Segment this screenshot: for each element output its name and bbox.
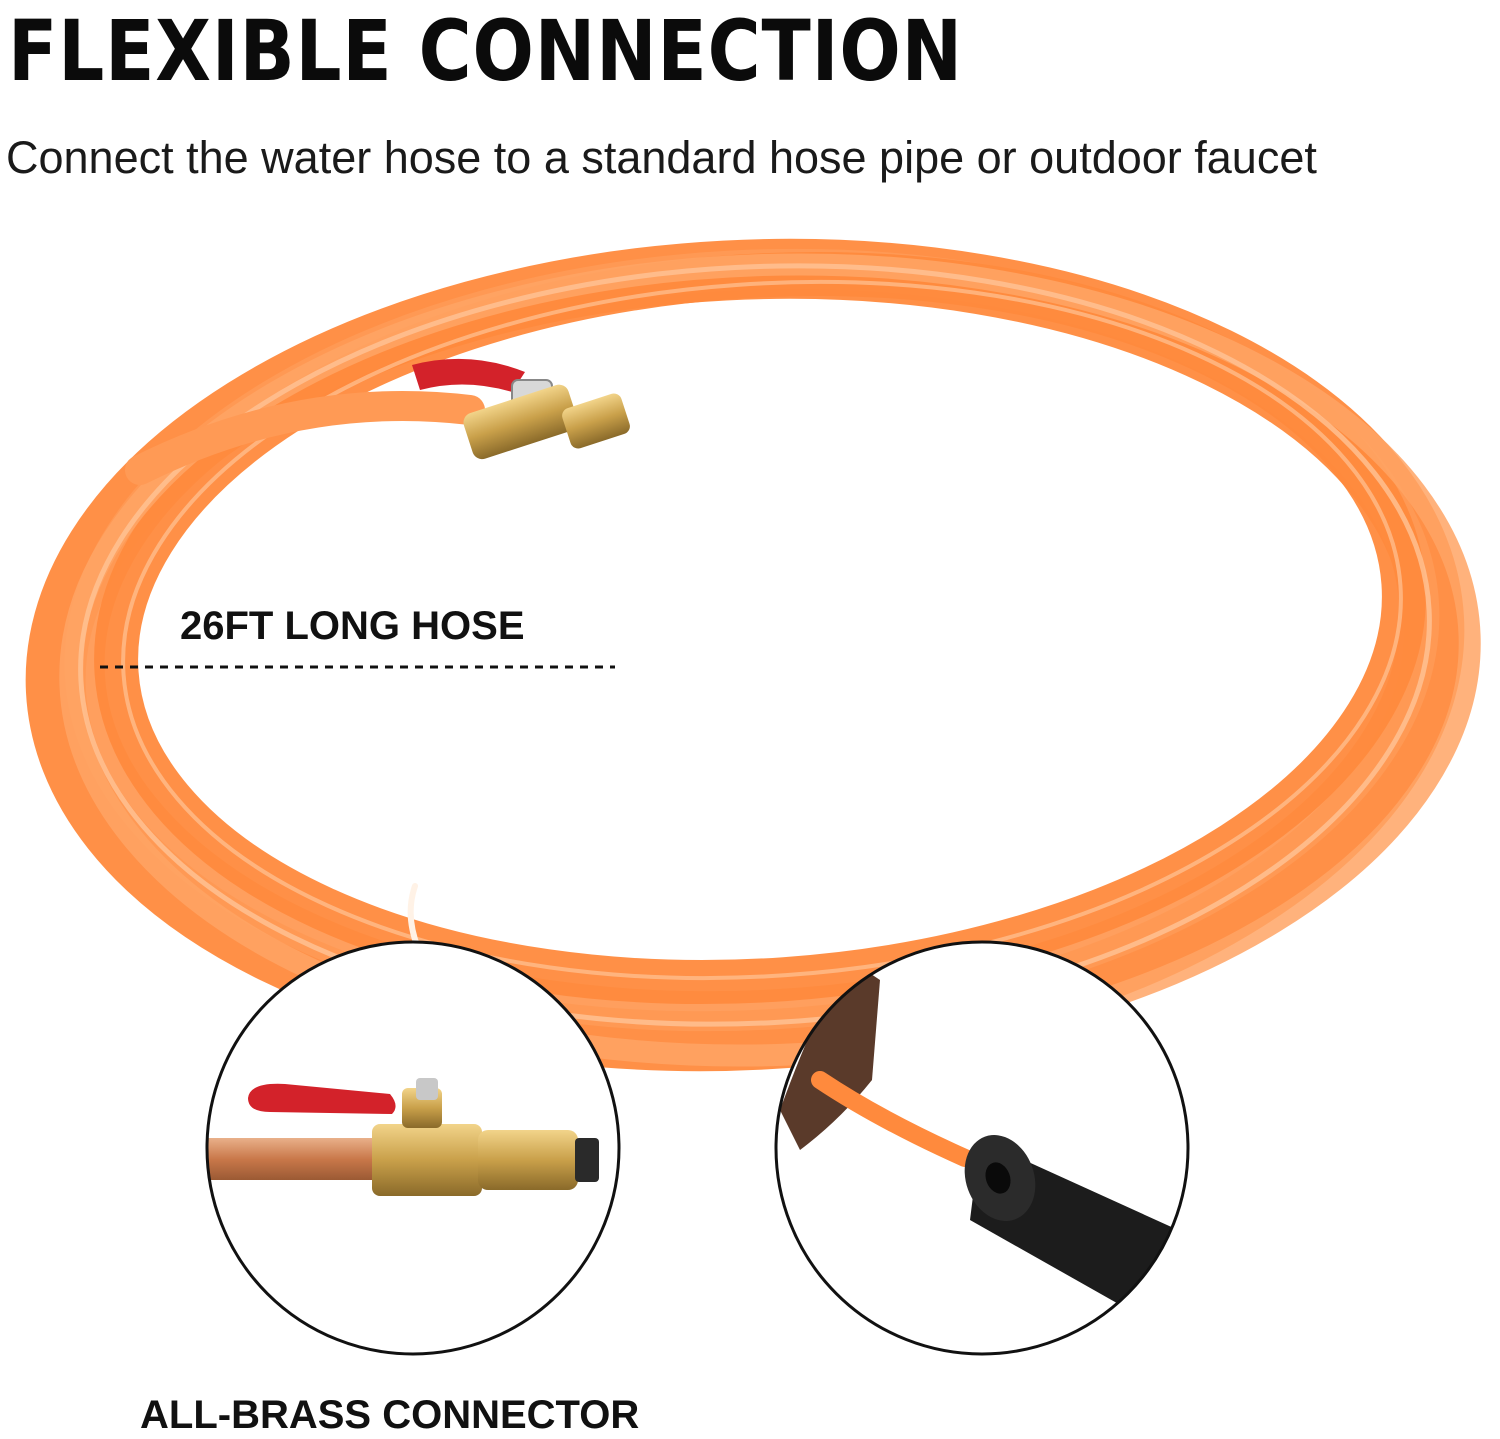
hose-coil	[25, 238, 1481, 1072]
headline: FLEXIBLE CONNECTION	[8, 2, 963, 100]
inset-brass-connector	[205, 940, 621, 1356]
connector-label: ALL-BRASS CONNECTOR	[140, 1393, 640, 1437]
inset-foam-tube	[774, 940, 1190, 1356]
hose-length-label: 26FT LONG HOSE	[180, 604, 525, 648]
ball-valve	[412, 358, 630, 460]
subheadline: Connect the water hose to a standard hos…	[6, 132, 1317, 183]
